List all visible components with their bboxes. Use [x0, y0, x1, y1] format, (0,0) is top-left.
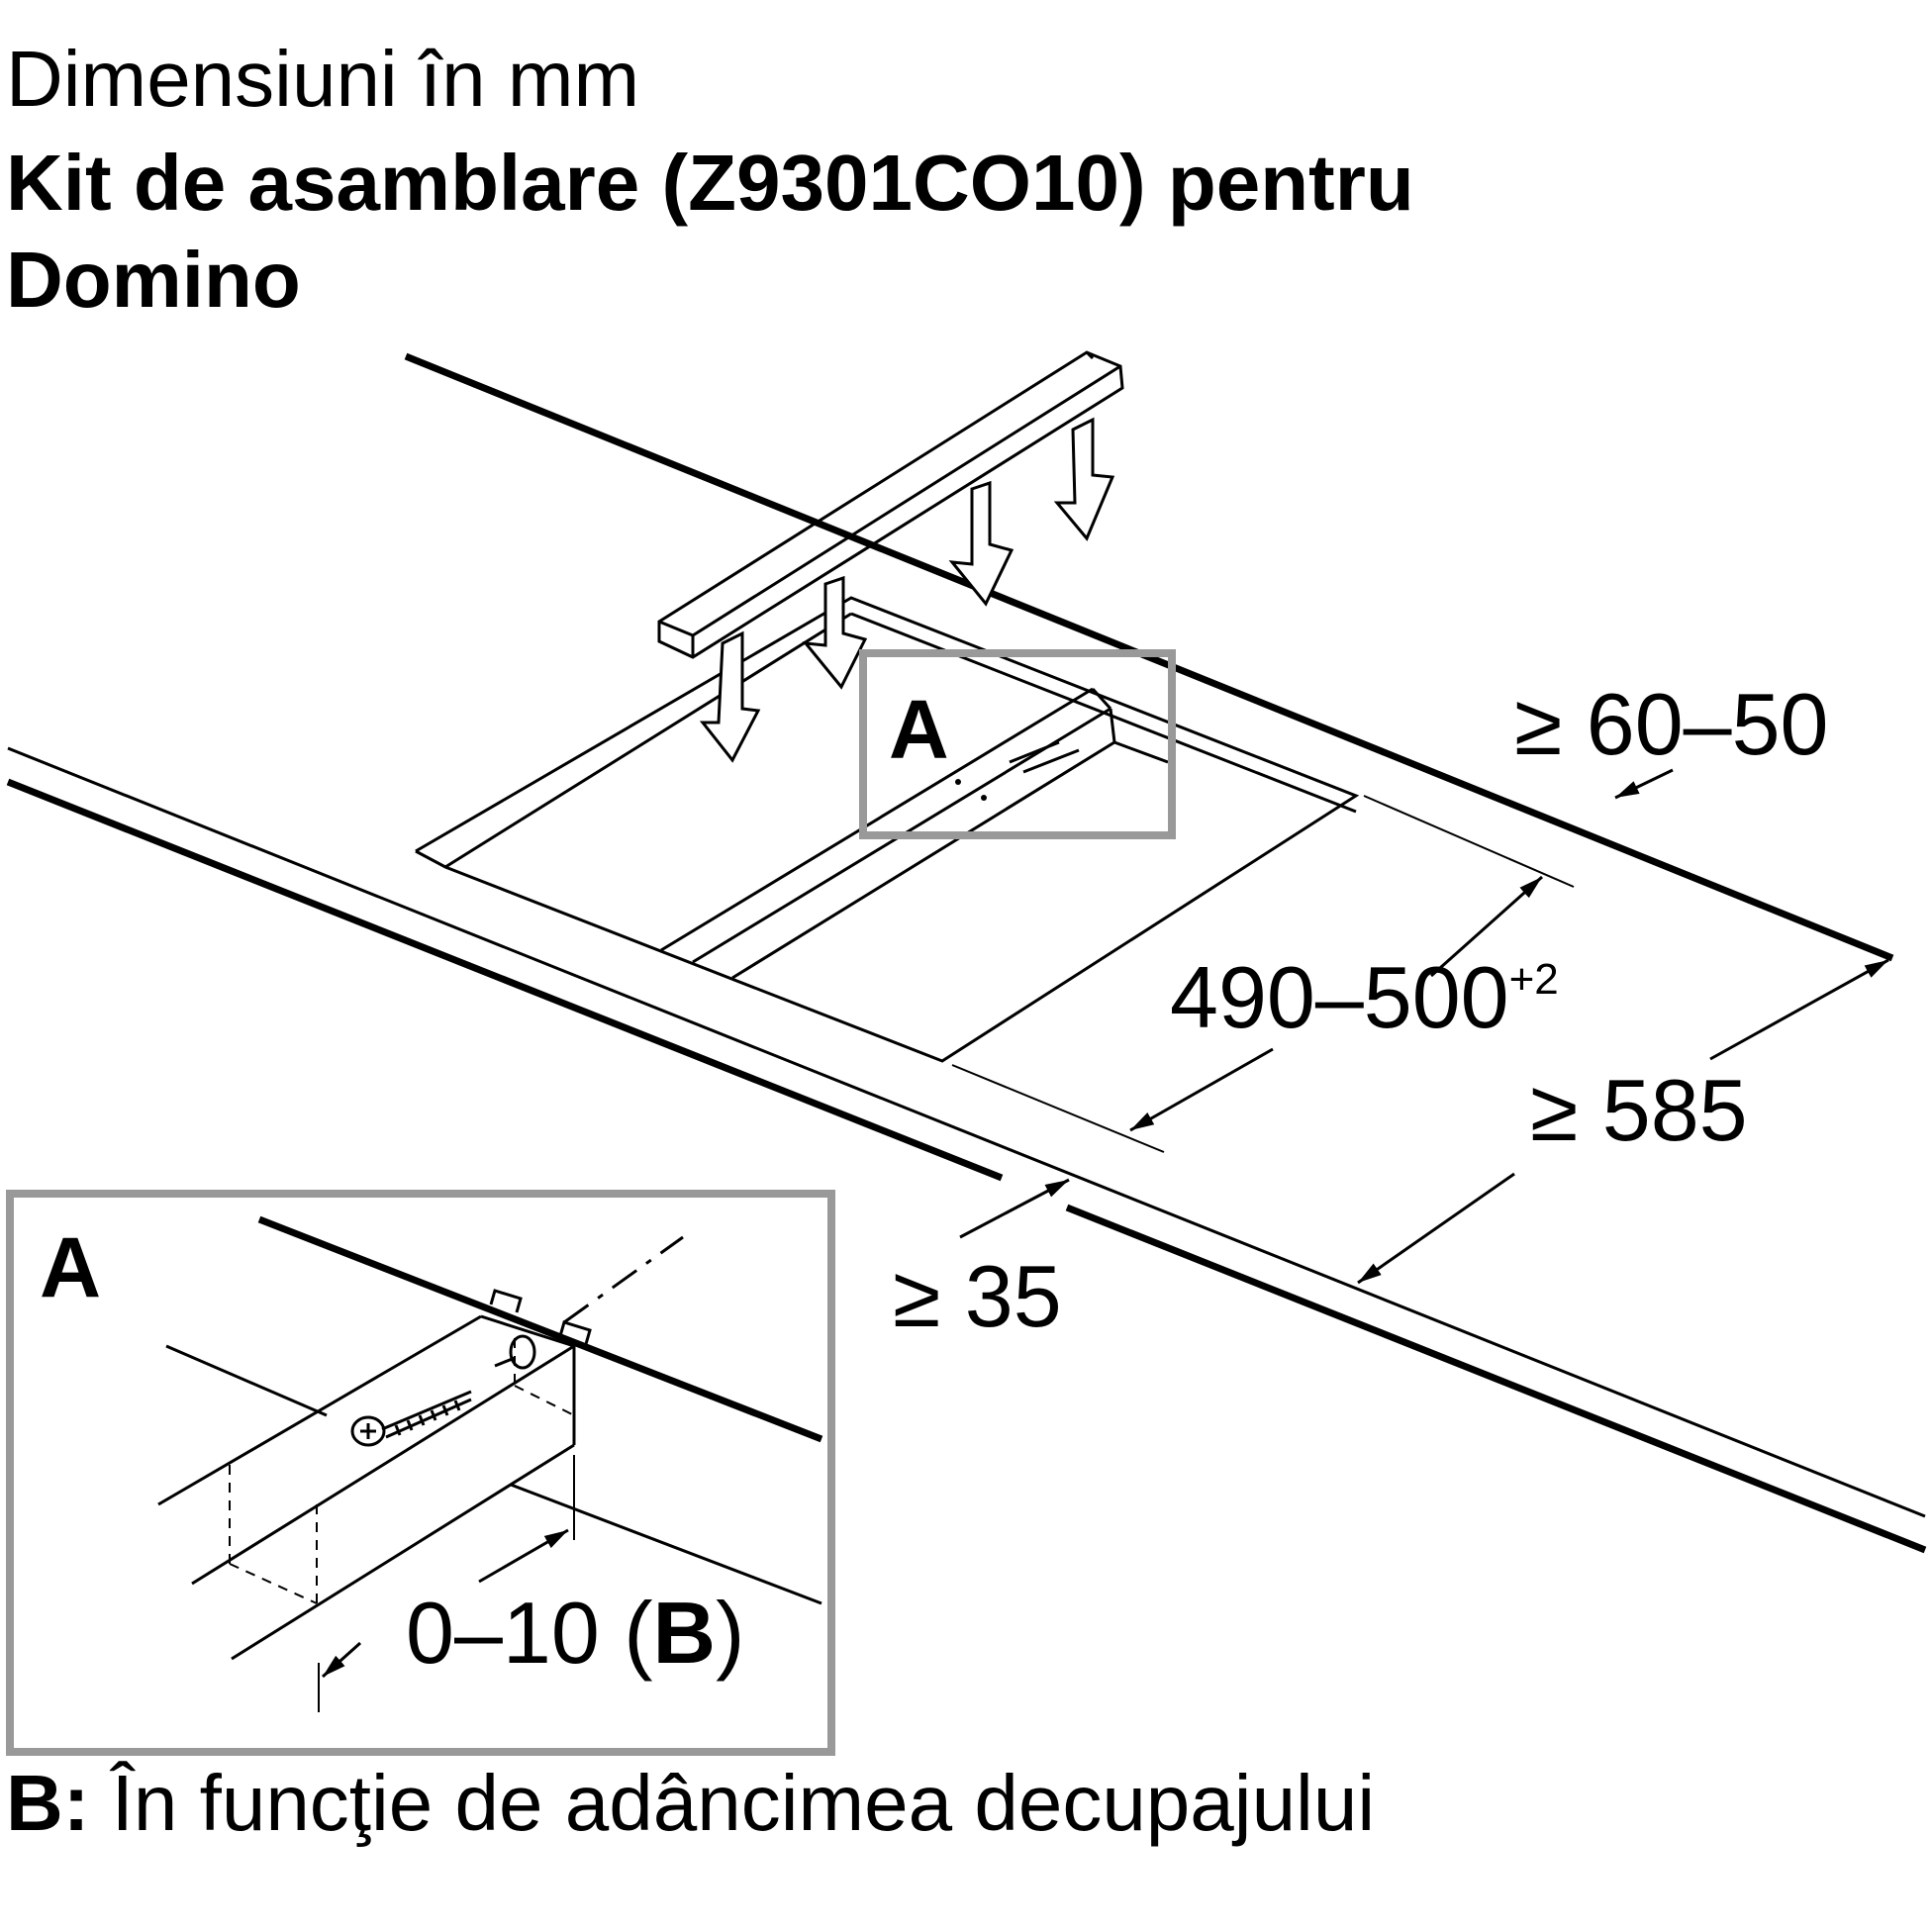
dimension-front-distance-label: ≥ 35 [893, 1247, 1062, 1345]
footnote: B: În funcţie de adâncimea decupajului [6, 1764, 1375, 1843]
dimension-gap-top-label: ≥ 60–50 [1514, 675, 1828, 773]
connector-bar [657, 350, 1124, 659]
footnote-key: B: [6, 1759, 90, 1847]
dimension-worktop-depth [1357, 958, 1889, 1285]
detail-offset-label: 0–10 (B) [406, 1584, 744, 1682]
dimension-gap-top [1614, 768, 1674, 800]
dimension-front-distance [959, 1178, 1070, 1239]
title-line-2: Domino [6, 235, 301, 324]
cutout-depth-value: 490–500 [1170, 948, 1509, 1046]
dimension-worktop-depth-label: ≥ 585 [1530, 1061, 1748, 1159]
detail-inset-label: A [40, 1220, 101, 1315]
detail-inset-frame [6, 1190, 835, 1756]
subtitle: Dimensiuni în mm [6, 35, 640, 123]
worktop-front [6, 746, 1927, 1554]
cutout-depth-tolerance: +2 [1509, 955, 1559, 1004]
down-arrow-icon [1053, 417, 1115, 541]
detail-marker-label: A [889, 683, 949, 776]
down-arrows [699, 417, 1115, 763]
down-arrow-icon [948, 480, 1014, 607]
down-arrow-icon [802, 575, 868, 690]
down-arrow-icon [699, 630, 761, 763]
dimension-cutout-depth-label: 490–500+2 [1170, 948, 1559, 1046]
detail-marker-frame [859, 649, 1176, 839]
detail-inset: A [6, 1190, 835, 1756]
title-line-1: Kit de asamblare (Z9301CO10) pentru [6, 139, 1414, 227]
footnote-text: În funcţie de adâncimea decupajului [89, 1759, 1376, 1847]
screw-icon [350, 1334, 536, 1447]
dimension-cutout-depth [951, 795, 1575, 1153]
